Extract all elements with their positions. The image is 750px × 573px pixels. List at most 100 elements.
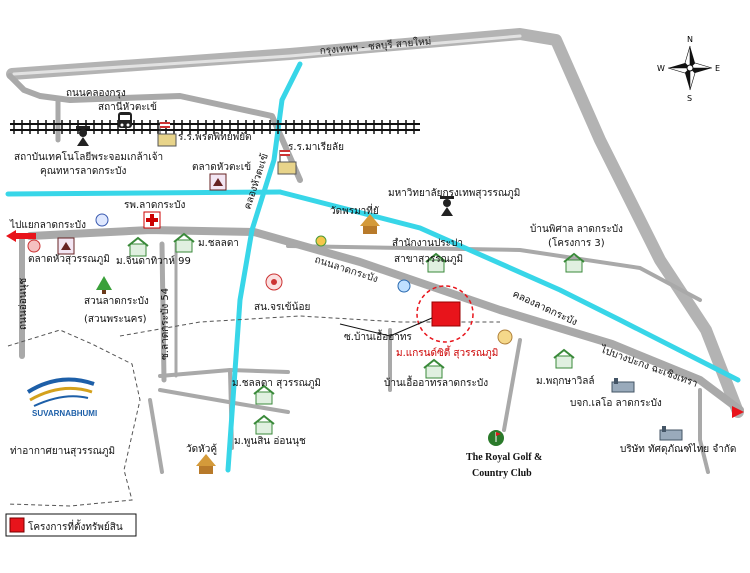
lat-krabang-road <box>26 226 744 414</box>
label-kmitl-2: คุณทหารลาดกระบัง <box>40 166 127 177</box>
house-icon <box>127 236 149 257</box>
label-wat-phrom: วัดพรมาที่ยั <box>330 203 379 217</box>
label-prueksa: ม.พฤกษาวิลล์ <box>536 375 595 387</box>
train-icon <box>118 112 132 128</box>
label-park-2: (สวนพระนคร) <box>84 314 147 325</box>
label-royal-golf: The Royal Golf & <box>466 452 542 463</box>
police-icon <box>265 273 283 291</box>
lower-road-2 <box>158 388 290 414</box>
label-soi-54: ซ.ลาดกระบัง 54 <box>160 288 171 360</box>
label-hua-takhe-station: สถานีหัวตะเข้ <box>98 101 157 113</box>
label-park: สวนลาดกระบัง <box>84 296 149 307</box>
label-motorway: กรุงเทพฯ - ชลบุรี สายใหม่ <box>319 35 432 57</box>
house-icon <box>253 414 275 435</box>
map-labels: กรุงเทพฯ - ชลบุรี สายใหม่ ถนนคลองกรุง สถ… <box>9 35 736 479</box>
landmark-icons <box>27 112 683 474</box>
temple-icon <box>360 214 380 234</box>
legend: โครงการที่ตั้งทรัพย์สิน <box>5 513 137 537</box>
railway <box>10 120 420 134</box>
park-icon <box>96 276 112 294</box>
label-phrom: ร.ร.พรตพิทยพยัต <box>178 132 252 143</box>
motorway-inner <box>12 34 522 76</box>
label-kmitl: สถาบันเทคโนโลยีพระจอมเกล้าเจ้า <box>14 150 163 163</box>
compass-s: S <box>687 94 692 103</box>
airport-logo-text: SUVARNABHUMI <box>32 409 97 418</box>
logo-icon <box>27 239 41 253</box>
label-airport: ท่าอากาศยานสุวรรณภูมิ <box>10 446 115 457</box>
label-pruksa-on-nut: ม.พูนสิน อ่อนนุช <box>234 436 306 447</box>
road-to-company <box>698 388 710 474</box>
compass-w: W <box>657 64 665 73</box>
canal-lat-krabang <box>277 189 741 383</box>
label-chollada-suv: ม.ชลลดา สุวรรณภูมิ <box>232 378 321 389</box>
logo-icon <box>95 213 109 227</box>
arrow-left-icon <box>6 230 16 242</box>
label-suvarnabhumi-market: ตลาดหัวสุวรรณภูมิ <box>28 254 110 265</box>
temple-icon <box>196 454 216 474</box>
label-baan-phisan-2: (โครงการ 3) <box>548 236 605 249</box>
label-royal-golf-2: Country Club <box>472 468 532 479</box>
label-bu-univ: มหาวิทยาลัยกรุงเทพสุวรรณภูมิ <box>388 188 520 199</box>
factory-icon <box>659 426 683 441</box>
canal-hua-takhe <box>225 61 303 473</box>
label-khlong-krung-road: ถนนคลองกรุง <box>66 88 126 99</box>
label-project: ม.แกรนด์ซิตี้ สุวรรณภูมิ <box>396 345 498 359</box>
road-network <box>6 28 744 474</box>
logo-icon <box>315 235 327 247</box>
hospital-icon <box>143 211 161 229</box>
label-baan-phisan: บ้านพิศาล ลาดกระบัง <box>530 223 623 235</box>
label-wat-hua-ku: วัดหัวคู้ <box>186 443 217 455</box>
canal-network <box>5 61 741 473</box>
house-icon <box>253 384 275 405</box>
house-icon <box>563 252 585 273</box>
legend-label: โครงการที่ตั้งทรัพย์สิน <box>28 519 123 533</box>
motorway-road <box>6 28 744 418</box>
lower-road-west <box>158 368 290 378</box>
label-bor-kor-jor: บจก.เลโอ ลาดกระบัง <box>570 396 662 409</box>
label-waterworks: สำนักงานประปา <box>392 238 463 249</box>
label-to-lat-krabang: ไปแยกลาดกระบัง <box>9 219 86 231</box>
compass-n: N <box>687 35 693 44</box>
canal-lat-krabang-west <box>5 189 283 197</box>
arrow-right-icon <box>732 406 744 418</box>
house-icon <box>553 348 575 369</box>
school-icon <box>157 122 177 147</box>
soi-pointer-line-2 <box>339 323 391 337</box>
label-hua-takhe-market: ตลาดหัวตะเข้ <box>192 161 251 173</box>
label-mariyalai: ร.ร.มาเรียลัย <box>288 141 344 153</box>
label-baan-ua-athorn: ซ.บ้านเอื้ออาทร <box>344 329 412 343</box>
legend-swatch <box>9 517 25 533</box>
khlong-krung-road <box>7 73 303 183</box>
label-on-nut-road: ถนนอ่อนนุช <box>18 278 29 330</box>
road-to-golf <box>502 338 522 432</box>
graduate-icon <box>440 196 454 216</box>
direction-arrows <box>6 230 744 418</box>
label-ua-athorn-lk: บ้านเอื้ออาทรลาดกระบัง <box>384 375 488 389</box>
label-chinda: ม.จินดาทิวาห์ 99 <box>116 255 191 267</box>
label-hospital: รพ.ลาดกระบัง <box>124 200 186 211</box>
suvarnabhumi-logo: SUVARNABHUMI <box>26 377 97 418</box>
house-icon <box>173 232 195 253</box>
house-icon <box>425 252 447 273</box>
waterworks-icon <box>397 279 411 293</box>
graduate-icon <box>76 126 90 146</box>
house-icon <box>423 358 445 379</box>
market-icon <box>209 173 227 191</box>
label-waterworks-2: สาขาสุวรรณภูมิ <box>394 254 463 265</box>
factory-icon <box>611 378 635 393</box>
label-company: บริษัท ทัศดุภัณฑ์ไทย จำกัด <box>620 443 736 455</box>
soi-54 <box>159 241 167 383</box>
logo-icon <box>497 329 513 345</box>
airport-boundary <box>7 315 500 507</box>
soi-pointer-line <box>389 317 433 337</box>
label-police: สน.จรเข้น้อย <box>254 301 310 313</box>
compass-e: E <box>715 64 720 73</box>
market-icon <box>57 237 75 255</box>
compass-rose: N S E W <box>657 35 720 103</box>
label-chollada: ม.ชลลดา <box>198 238 239 249</box>
golf-icon <box>488 430 504 446</box>
school-icon <box>277 150 297 175</box>
lower-road-3 <box>148 398 164 474</box>
project-marker <box>416 285 474 343</box>
